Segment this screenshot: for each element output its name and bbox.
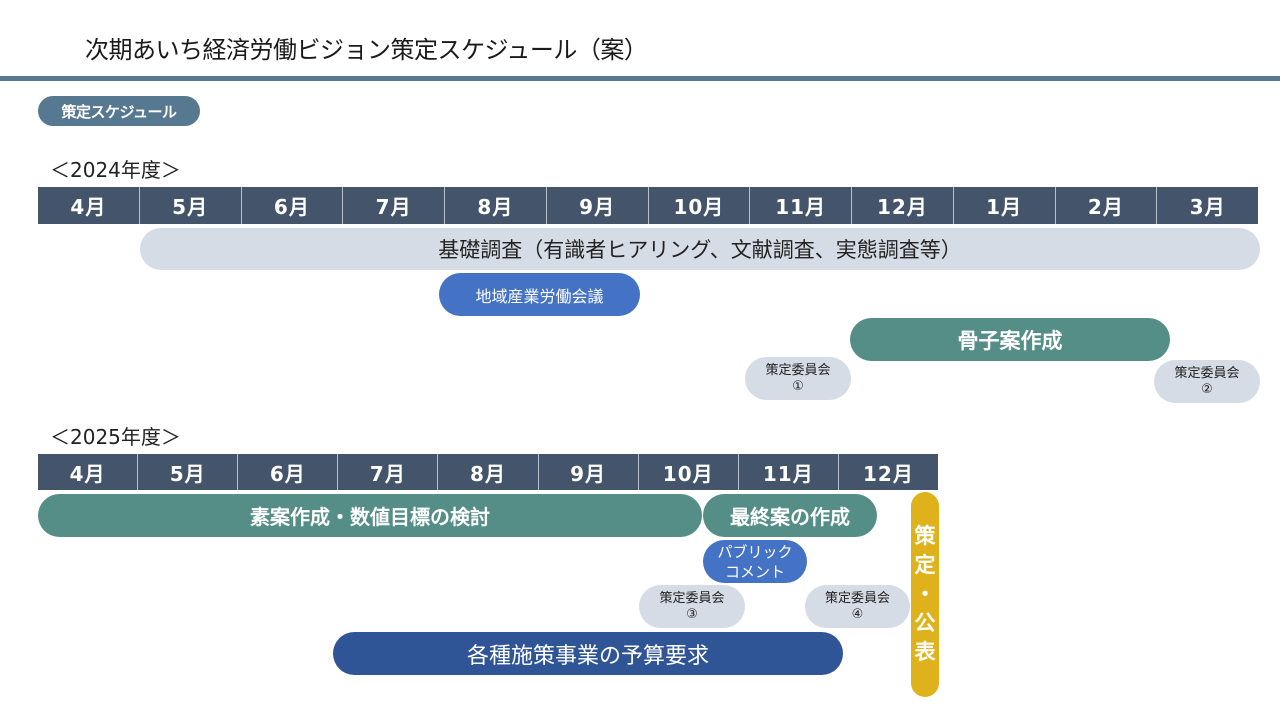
month-cell: 4月	[38, 187, 140, 224]
section-badge: 策定スケジュール	[38, 96, 200, 126]
publish-char: 公	[914, 611, 936, 635]
task-draft-targets: 素案作成・数値目標の検討	[38, 494, 702, 537]
committee-label: 策定委員会	[1174, 365, 1240, 381]
month-cell: 9月	[547, 187, 649, 224]
committee-meeting-3: 策定委員会 ③	[639, 585, 745, 628]
fy2025-month-header: 4月 5月 6月 7月 8月 9月 10月 11月 12月	[38, 454, 938, 490]
task-public-comment: パブリック コメント	[703, 540, 807, 583]
month-cell: 2月	[1056, 187, 1158, 224]
publish-char: ・	[914, 582, 936, 606]
committee-label: 策定委員会	[659, 590, 725, 606]
month-cell: 1月	[954, 187, 1056, 224]
committee-number: ①	[792, 378, 804, 394]
month-cell: 5月	[140, 187, 242, 224]
task-formulation-publication: 策 定 ・ 公 表	[911, 492, 939, 697]
task-skeleton-draft: 骨子案作成	[850, 318, 1170, 361]
month-cell: 10月	[649, 187, 751, 224]
committee-label: 策定委員会	[824, 590, 890, 606]
public-comment-line2: コメント	[724, 562, 785, 581]
month-cell: 4月	[38, 454, 139, 490]
month-cell: 9月	[539, 454, 639, 490]
committee-meeting-1: 策定委員会 ①	[745, 357, 851, 400]
month-cell: 7月	[338, 454, 439, 490]
committee-number: ③	[686, 606, 698, 622]
month-cell: 3月	[1189, 195, 1226, 219]
title-divider	[0, 76, 1280, 81]
month-cell: 12月	[852, 187, 954, 224]
committee-label: 策定委員会	[765, 362, 831, 378]
publish-char: 定	[914, 553, 936, 577]
month-cell: 8月	[445, 187, 547, 224]
public-comment-line1: パブリック	[717, 542, 793, 561]
fy2025-label: ＜2025年度＞	[50, 425, 181, 449]
month-cell: 6月	[242, 187, 344, 224]
page-title: 次期あいち経済労働ビジョン策定スケジュール（案）	[85, 36, 648, 64]
committee-meeting-2: 策定委員会 ②	[1154, 360, 1260, 403]
month-cell: 5月	[138, 454, 239, 490]
month-cell: 8月	[438, 454, 539, 490]
committee-number: ④	[851, 606, 864, 622]
month-cell: 11月	[750, 187, 852, 224]
month-cell: 6月	[238, 454, 339, 490]
month-cell: 10月	[639, 454, 739, 490]
publish-char: 表	[914, 640, 936, 664]
committee-number: ②	[1201, 381, 1213, 397]
publish-char: 策	[914, 524, 936, 548]
month-cell: 12月	[863, 461, 914, 486]
month-cell: 7月	[343, 187, 445, 224]
task-budget-request: 各種施策事業の予算要求	[333, 632, 843, 675]
task-final-draft: 最終案の作成	[703, 494, 877, 537]
task-regional-council: 地域産業労働会議	[439, 273, 640, 316]
committee-meeting-4: 策定委員会 ④	[805, 585, 910, 628]
month-cell: 11月	[739, 454, 839, 490]
task-basic-survey: 基礎調査（有識者ヒアリング、文献調査、実態調査等）	[140, 228, 1260, 270]
fy2024-month-header: 4月 5月 6月 7月 8月 9月 10月 11月 12月 1月 2月 3月	[38, 187, 1258, 224]
fy2024-label: ＜2024年度＞	[50, 158, 181, 182]
